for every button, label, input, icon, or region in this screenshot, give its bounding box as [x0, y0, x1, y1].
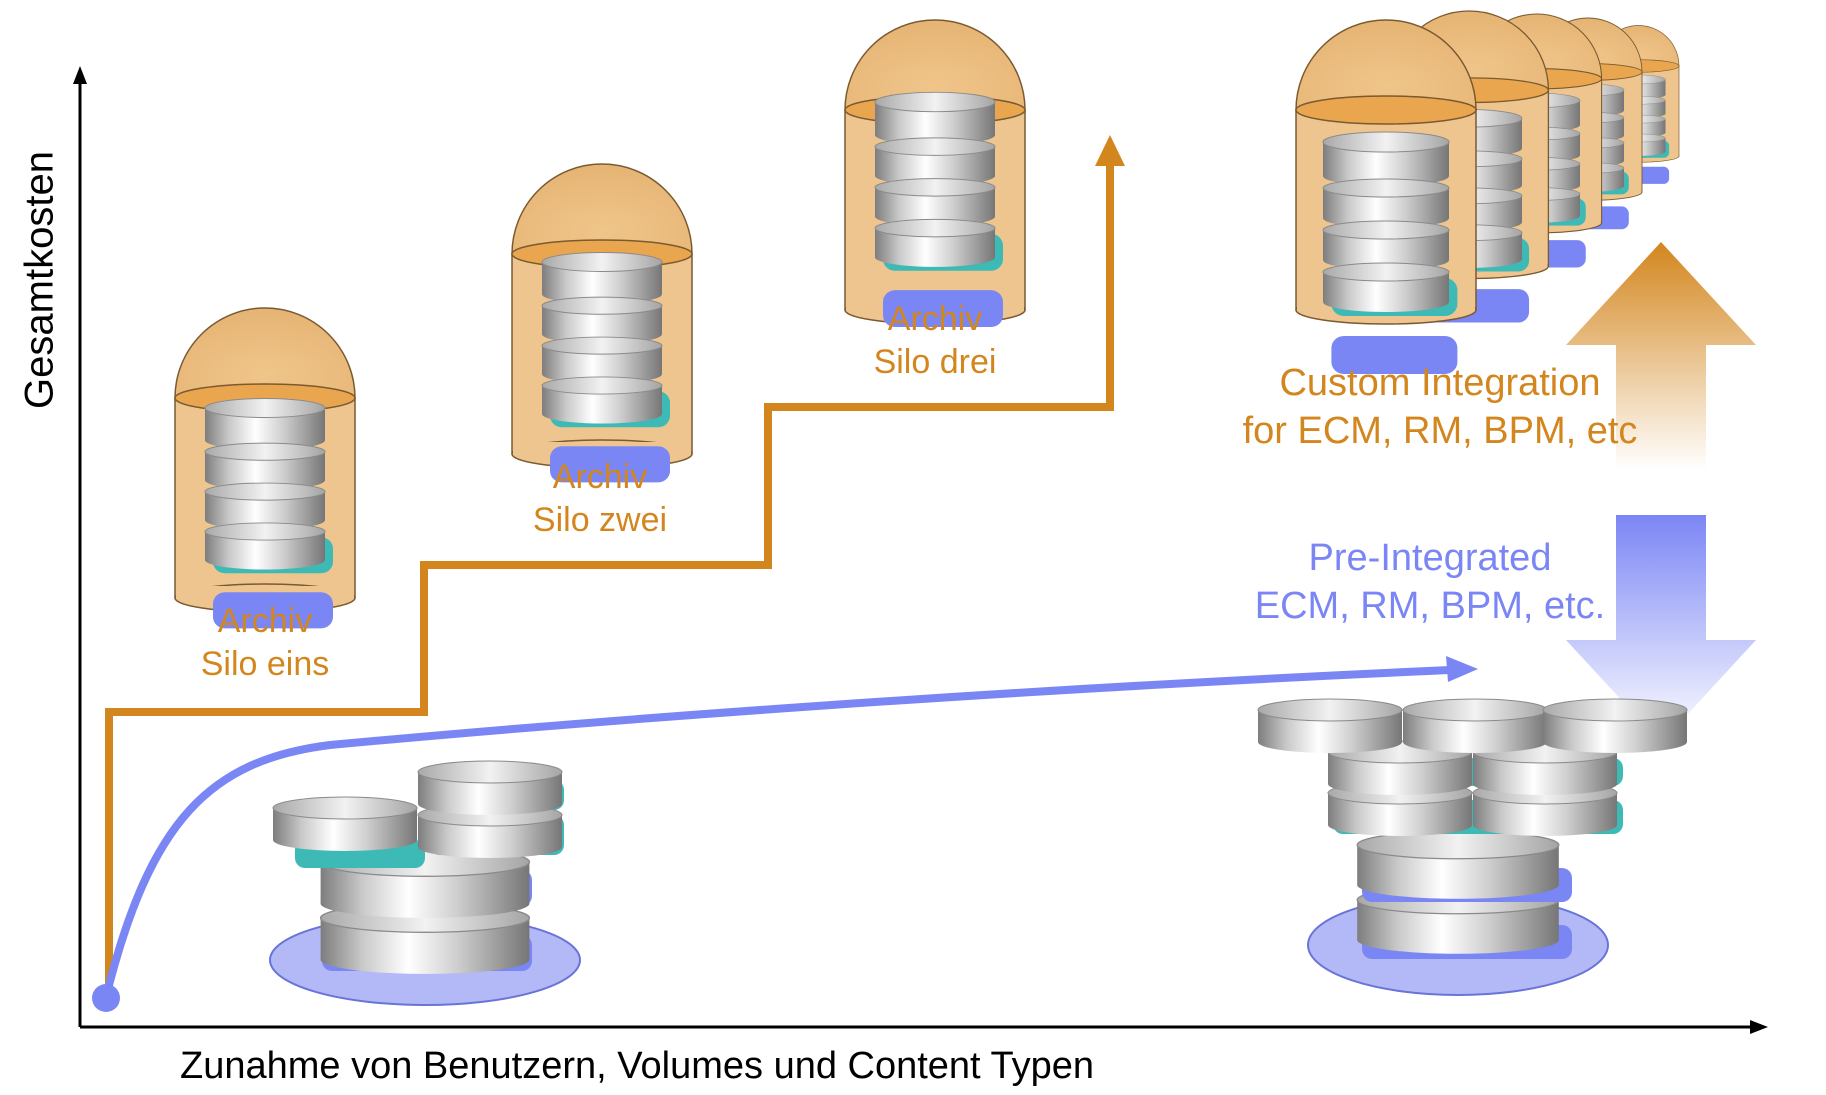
- x-axis: [80, 1020, 1768, 1034]
- silo-drei-label: Archiv Silo drei: [830, 298, 1040, 383]
- large-integrated-cluster: [1257, 698, 1688, 996]
- preintegrated-line2: ECM, RM, BPM, etc.: [1254, 584, 1606, 627]
- x-axis-label: Zunahme von Benutzern, Volumes und Conte…: [180, 1045, 1095, 1087]
- silo-drei-line1: Archiv: [887, 300, 983, 338]
- silo-drei-line2: Silo drei: [873, 342, 997, 381]
- small-integrated-cluster: [269, 760, 581, 1006]
- origin-dot: [92, 984, 120, 1012]
- curve-arrowhead: [1446, 656, 1478, 682]
- preintegrated-line1: Pre-Integrated: [1308, 537, 1552, 579]
- silo-zwei-line1: Archiv: [552, 458, 648, 496]
- y-axis-label: Gesamtkosten: [17, 151, 62, 409]
- silo-eins-label: Archiv Silo eins: [160, 600, 370, 685]
- preintegrated-cost-curve: [92, 656, 1478, 1012]
- cost-up-arrow: [1566, 242, 1756, 470]
- silo-zwei-line2: Silo zwei: [532, 500, 668, 539]
- y-axis: [73, 66, 87, 1027]
- silo-eins-line2: Silo eins: [200, 644, 330, 683]
- custom-integration-line2: for ECM, RM, BPM, etc: [1242, 409, 1638, 452]
- preintegrated-label: Pre-Integrated ECM, RM, BPM, etc.: [1190, 535, 1670, 630]
- custom-integration-label: Custom Integration for ECM, RM, BPM, etc: [1200, 360, 1680, 455]
- custom-cost-staircase: [105, 135, 1125, 1007]
- custom-integration-line1: Custom Integration: [1279, 362, 1601, 404]
- staircase-arrowhead: [1095, 135, 1125, 166]
- silo-drei-icon: [844, 19, 1026, 328]
- silo-eins-line1: Archiv: [217, 602, 313, 640]
- silo-zwei-label: Archiv Silo zwei: [495, 456, 705, 541]
- silo-zwei-icon: [511, 163, 693, 483]
- cost-down-arrow: [1566, 515, 1756, 743]
- silo-eins-icon: [174, 307, 356, 629]
